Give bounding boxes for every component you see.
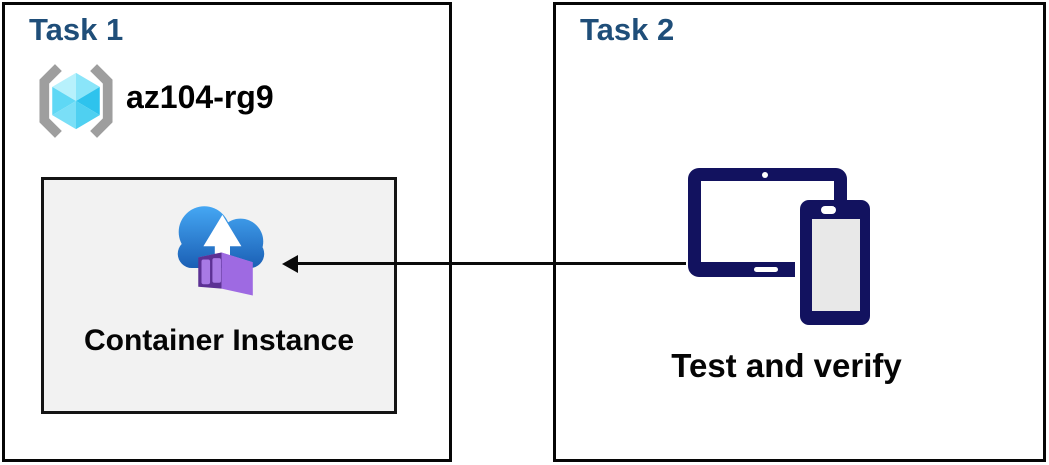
phone-speaker xyxy=(821,206,836,214)
container-instance-label: Container Instance xyxy=(83,324,355,357)
connector-arrow-head-left-icon xyxy=(282,255,298,273)
phone-screen xyxy=(812,219,860,311)
phone-icon xyxy=(800,200,870,325)
task1-box: Task 1 az104-rg9 xyxy=(2,2,452,462)
container-instance-card: Container Instance xyxy=(41,177,397,414)
tablet-camera-dot xyxy=(762,172,768,178)
resource-group-icon xyxy=(39,64,113,138)
container-instances-icon xyxy=(177,206,265,296)
connector-arrow-line xyxy=(297,262,686,265)
resource-group-name: az104-rg9 xyxy=(126,79,274,115)
tablet-frame-connector xyxy=(834,191,847,207)
task2-title: Task 2 xyxy=(580,12,675,47)
tablet-home-bar xyxy=(754,267,778,272)
task1-title: Task 1 xyxy=(29,12,124,47)
task2-box: Task 2 Test and verify xyxy=(553,2,1046,462)
test-and-verify-label: Test and verify xyxy=(671,347,902,384)
